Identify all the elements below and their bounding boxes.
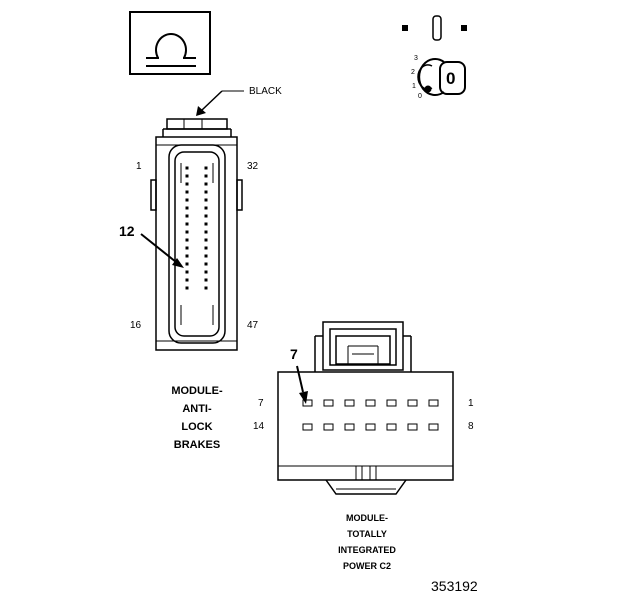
abs-pin-cavity (185, 198, 189, 202)
abs-pin-cavity (204, 198, 208, 202)
abs-pin-cavity (204, 182, 208, 186)
tipm-pin-label-14: 14 (253, 421, 265, 432)
key-position-0: 0 (418, 93, 422, 100)
tipm-connector-title: MODULE- TOTALLY INTEGRATED POWER C2 (315, 510, 419, 574)
key-position-3: 3 (414, 55, 418, 62)
tipm-pin-cavity (386, 423, 397, 431)
abs-pin-cavity (204, 278, 208, 282)
abs-pin-cavity (185, 206, 189, 210)
abs-connector-title: MODULE- ANTI- LOCK BRAKES (150, 382, 244, 454)
tipm-pin-cavity (365, 423, 376, 431)
tipm-title-line: TOTALLY (347, 529, 387, 539)
tipm-title-line: MODULE- (346, 513, 388, 523)
tipm-pin-cavity (323, 423, 334, 431)
abs-pin-cavity (204, 174, 208, 178)
abs-callout-pin: 12 (119, 223, 135, 239)
abs-pin-cavity (185, 278, 189, 282)
abs-pin-cavity (185, 238, 189, 242)
abs-pin-cavity (185, 190, 189, 194)
abs-pin-cavity (185, 270, 189, 274)
figure-number: 353192 (431, 578, 478, 594)
tipm-pin-cavity (302, 399, 313, 407)
tipm-pin-label-1: 1 (468, 398, 474, 409)
abs-pin-label-47: 47 (247, 320, 259, 331)
abs-pin-cavity (185, 246, 189, 250)
key-position-2: 2 (411, 69, 415, 76)
ohm-icon (129, 11, 211, 75)
abs-pin-label-16: 16 (130, 320, 142, 331)
abs-pin-cavity (185, 254, 189, 258)
abs-pin-cavity (204, 254, 208, 258)
tipm-connector-drawing (277, 321, 454, 495)
abs-pin-cavity (185, 182, 189, 186)
abs-pin-cavity (185, 222, 189, 226)
abs-pin-cavity (185, 166, 189, 170)
abs-title-line: BRAKES (173, 439, 221, 451)
tipm-pin-cavity (428, 399, 439, 407)
abs-title-line: MODULE- (171, 385, 223, 397)
key-position-1: 1 (412, 83, 416, 90)
connector-color-label: BLACK (249, 86, 282, 97)
ignition-key-icon (402, 15, 467, 96)
tipm-pin-cavity (302, 423, 313, 431)
abs-pin-cavity (204, 166, 208, 170)
tipm-pin-cavity (344, 399, 355, 407)
abs-pin-cavity (185, 214, 189, 218)
abs-pin-cavity (204, 214, 208, 218)
abs-connector-drawing (150, 118, 243, 351)
abs-pin-cavity (204, 230, 208, 234)
tipm-pin-label-8: 8 (468, 421, 474, 432)
tipm-callout-pin: 7 (290, 346, 298, 362)
tipm-pin-cavity (407, 423, 418, 431)
abs-pin-cavity (204, 222, 208, 226)
abs-pin-cavity (204, 238, 208, 242)
tipm-pin-cavity (365, 399, 376, 407)
key-label: 0 (446, 69, 456, 88)
tipm-pin-cavity (344, 423, 355, 431)
abs-pin-cavity (204, 286, 208, 290)
tipm-pin-cavity (407, 399, 418, 407)
abs-pin-cavity (185, 262, 189, 266)
tipm-title-line: POWER C2 (342, 561, 391, 571)
abs-pin-cavity (204, 270, 208, 274)
tipm-pin-cavity (428, 423, 439, 431)
abs-pin-label-1: 1 (136, 161, 142, 172)
abs-pin-cavity (185, 174, 189, 178)
abs-pin-cavity (185, 286, 189, 290)
abs-pin-cavity (204, 206, 208, 210)
tipm-pin-label-7: 7 (258, 398, 264, 409)
tipm-title-line: INTEGRATED (338, 545, 396, 555)
abs-pin-cavity (204, 262, 208, 266)
abs-pin-cavity (185, 230, 189, 234)
abs-title-line: ANTI- (182, 403, 212, 415)
tipm-pin-cavity (323, 399, 334, 407)
abs-title-line: LOCK (181, 421, 213, 433)
abs-pin-label-32: 32 (247, 161, 259, 172)
abs-pin-cavity (204, 190, 208, 194)
tipm-pin-cavity (386, 399, 397, 407)
abs-pin-cavity (204, 246, 208, 250)
